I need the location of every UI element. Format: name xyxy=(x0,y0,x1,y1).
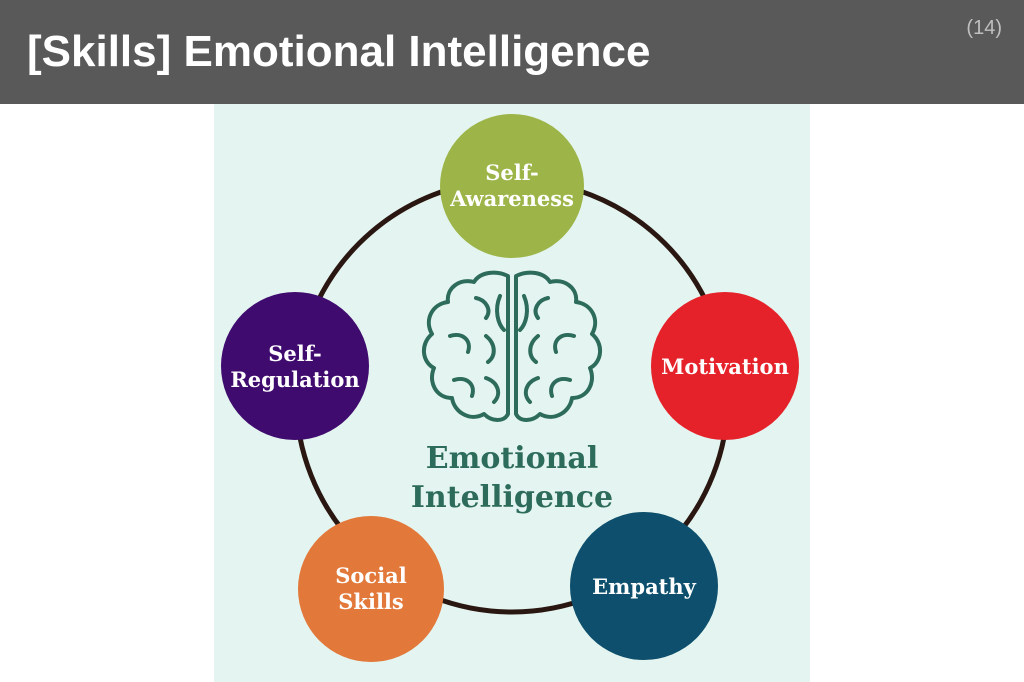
node-self-regulation-line1: Self- xyxy=(268,341,322,366)
emotional-intelligence-diagram: Emotional Intelligence Self- Awareness M… xyxy=(214,104,810,682)
slide-number: (14) xyxy=(966,16,1002,40)
node-empathy: Empathy xyxy=(570,512,718,660)
title-bar: [Skills] Emotional Intelligence (14) xyxy=(0,0,1024,104)
node-social-skills-line1: Social xyxy=(335,563,407,588)
node-social-skills: Social Skills xyxy=(298,516,444,662)
node-motivation: Motivation xyxy=(651,292,799,440)
node-self-regulation-circle xyxy=(221,292,369,440)
node-empathy-label: Empathy xyxy=(592,574,696,599)
diagram-panel: Emotional Intelligence Self- Awareness M… xyxy=(214,104,810,682)
slide-title: [Skills] Emotional Intelligence xyxy=(27,22,650,82)
node-motivation-label: Motivation xyxy=(661,354,789,379)
center-title-line1: Emotional xyxy=(426,441,599,476)
node-self-awareness: Self- Awareness xyxy=(440,114,584,258)
node-self-regulation: Self- Regulation xyxy=(221,292,369,440)
node-self-awareness-line2: Awareness xyxy=(449,186,574,211)
node-self-awareness-line1: Self- xyxy=(485,160,539,185)
node-self-regulation-line2: Regulation xyxy=(230,367,359,392)
node-social-skills-line2: Skills xyxy=(338,589,403,614)
center-title-line2: Intelligence xyxy=(411,480,613,515)
brain-icon xyxy=(424,273,600,420)
